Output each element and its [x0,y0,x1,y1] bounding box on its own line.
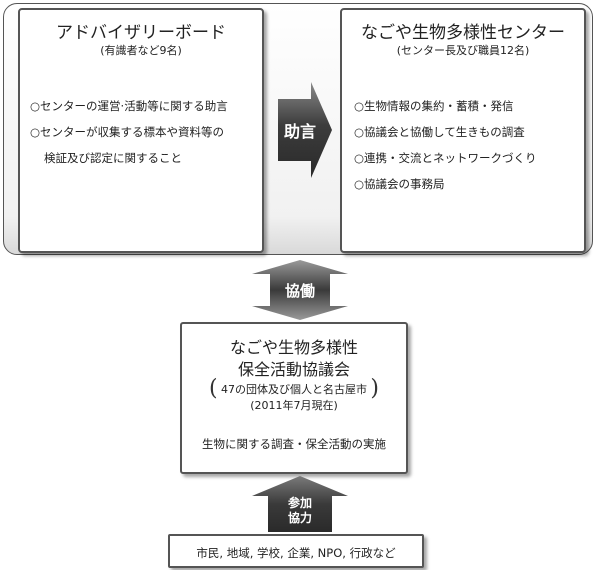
center-item-3: ○連携・交流とネットワークづくり [354,151,537,165]
council-activity: 生物に関する調査・保全活動の実施 [202,437,386,451]
biodiversity-center-box: なごや生物多様性センター (センター長及び職員12名) ○生物情報の集約・蓄積・… [340,8,586,253]
participation-label: 参加 協力 [270,496,330,526]
center-subtitle: (センター長及び職員12名) [396,44,530,57]
center-item-2: ○協議会と協働して生きもの調査 [354,125,525,139]
participation-arrow [252,476,348,532]
advisory-board-title: アドバイザリーボード [56,23,226,43]
advice-label: 助言 [283,122,316,141]
advisory-item-3: 検証及び認定に関すること [44,151,182,165]
advisory-item-1: ○センターの運営·活動等に関する助言 [30,99,228,113]
citizens-label: 市民, 地域, 学校, 企業, NPO, 行政など [196,546,396,560]
center-title: なごや生物多様性センター [361,23,565,43]
advisory-board-subtitle: (有識者など9名) [100,44,182,57]
close-paren: ) [370,376,379,401]
center-item-1: ○生物情報の集約・蓄積・発信 [354,99,514,113]
participation-label-line2: 協力 [287,511,312,525]
collaboration-arrow [252,260,348,320]
council-title-line2: 保全活動協議会 [237,360,350,379]
advisory-item-2: ○センターが収集する標本や資料等の [30,125,225,139]
collaboration-label: 協働 [284,282,315,300]
advice-arrow [278,82,332,178]
council-members: 47の団体及び個人と名古屋市 [221,383,367,396]
participation-label-line1: 参加 [287,496,312,510]
council-date: (2011年7月現在) [250,399,338,412]
advisory-board-box: アドバイザリーボード (有識者など9名) ○センターの運営·活動等に関する助言 … [18,8,264,253]
open-paren: ( [209,376,218,401]
citizens-box: 市民, 地域, 学校, 企業, NPO, 行政など [168,534,424,568]
center-item-4: ○協議会の事務局 [354,177,445,191]
council-title-line1: なごや生物多様性 [229,338,358,357]
council-box: なごや生物多様性 保全活動協議会 ( 47の団体及び個人と名古屋市 (2011年… [180,322,408,474]
